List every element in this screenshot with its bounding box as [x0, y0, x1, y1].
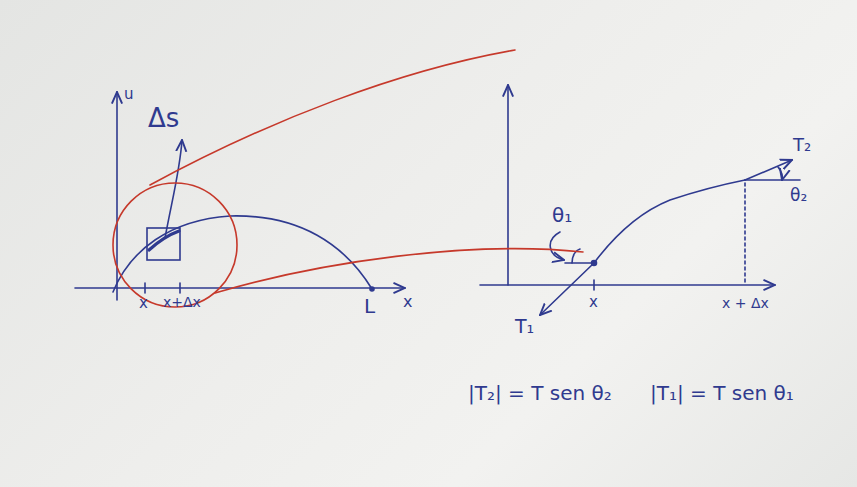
tension-equation: |T₁| = T sen θ₁: [650, 382, 794, 404]
axis-label: x + Δx: [722, 296, 769, 311]
axis-label: x: [589, 294, 598, 311]
axis-label: x: [139, 295, 148, 312]
tension-equation: |T₂| = T sen θ₂: [468, 382, 612, 404]
axis-label: T₂: [793, 135, 811, 155]
axis-label: Δs: [148, 104, 179, 133]
axis-label: L: [364, 295, 375, 317]
axis-label: x+Δx: [163, 295, 201, 310]
axis-label: θ₁: [552, 204, 572, 226]
axis-label: T₁: [515, 316, 534, 337]
axis-label: u: [124, 86, 134, 103]
axis-label: θ₂: [790, 186, 807, 205]
axis-label: x: [403, 293, 412, 311]
